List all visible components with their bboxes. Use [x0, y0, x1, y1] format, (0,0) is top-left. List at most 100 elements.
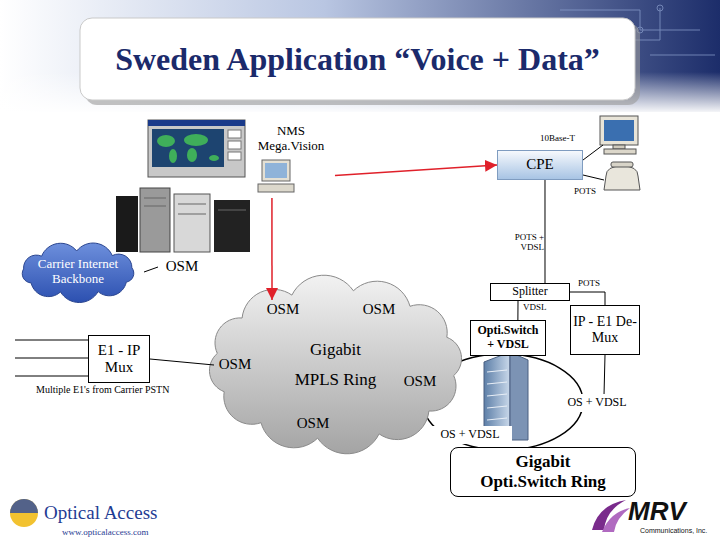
node-text-holder: OSM: [262, 300, 304, 320]
connector: [335, 165, 497, 176]
rack-slot: [218, 210, 246, 211]
connector: [517, 301, 518, 320]
e1-wire: [15, 358, 88, 359]
interface-label: POTS: [574, 186, 596, 196]
node-label: Carrier Internet Backbone: [28, 257, 128, 287]
telephone-handset: [611, 162, 633, 167]
node-text-holder: Gigabit Opti.Switch Ring: [451, 448, 635, 496]
node-text-holder: OSM: [158, 256, 206, 278]
company-logo-subtext: Communications, Inc.: [640, 527, 707, 534]
port-box: OS + VDSL: [553, 394, 641, 412]
node-text-holder: CPE: [498, 151, 582, 179]
node-text-holder: OSM: [214, 355, 256, 375]
e1-wire: [15, 376, 88, 377]
node-label: OSM: [267, 301, 300, 318]
continent: [169, 149, 177, 163]
window-titlebar: [148, 120, 245, 126]
node-label: OSM: [297, 415, 330, 432]
connector: [544, 180, 545, 283]
node-text-holder: OS + VDSL: [553, 394, 641, 412]
continent: [187, 148, 197, 162]
nms-station: NMS Mega.Vision: [145, 118, 335, 198]
connector: [271, 198, 273, 300]
continent: [184, 134, 208, 146]
window-row: [487, 418, 507, 420]
phone-wire: [583, 175, 604, 180]
window-row: [487, 370, 507, 372]
nms-window: [148, 120, 245, 177]
continent: [209, 155, 219, 161]
interface-label: 10Base-T: [540, 133, 575, 143]
rack-slot: [178, 204, 206, 205]
connector: [150, 359, 214, 365]
node-label: NMS Mega.Vision: [251, 124, 331, 154]
node-label: Gigabit Opti.Switch Ring: [475, 452, 611, 491]
splitter-box: Splitter: [490, 283, 570, 301]
node-text-holder: Carrier Internet Backbone: [12, 240, 144, 304]
node-label: OSM: [219, 356, 252, 373]
osm-box: OSM: [399, 372, 441, 392]
node-text-holder: OSM: [399, 372, 441, 392]
window-row: [487, 406, 507, 408]
server-rack: [174, 194, 210, 252]
node-text-holder: IP - E1 De-Mux: [571, 306, 639, 354]
source-note: Multiple E1's from Carrier PSTN: [36, 384, 186, 395]
title-box: Sweden Application “Voice + Data”: [80, 18, 635, 100]
mux-box: E1 - IP Mux: [88, 335, 150, 383]
logo-arc: [10, 499, 38, 513]
node-text-holder: OSM: [292, 414, 334, 434]
window-panel: [228, 152, 241, 160]
cpe-box: CPE: [497, 150, 583, 180]
node-label: CPE: [526, 156, 554, 173]
pc-base: [604, 149, 636, 154]
pc-monitor: [600, 116, 638, 145]
cloud-shape: [209, 275, 461, 454]
node-label: OSM: [404, 373, 437, 390]
desktop-case: [258, 184, 294, 192]
company-url: www.opticalaccess.com: [62, 527, 148, 537]
signal-label: POTS: [578, 278, 608, 288]
node-text-holder: Splitter: [491, 284, 569, 300]
monitor: [262, 160, 290, 181]
backbone-cloud: Carrier Internet Backbone: [12, 240, 144, 304]
header-band: [0, 0, 720, 112]
title-frame: [80, 18, 635, 100]
window-panel: [228, 130, 241, 138]
osm-box: OSM: [214, 355, 256, 375]
osm-box: OSM: [358, 300, 400, 320]
connector: [604, 355, 606, 394]
window-panel: [228, 141, 241, 149]
node-text-holder: Opti.Switch + VDSL: [471, 321, 545, 355]
connector: [144, 267, 158, 272]
company-logo-text: Optical Access: [44, 502, 157, 524]
mrv-swoosh: [602, 508, 630, 532]
rack-slots: [144, 198, 246, 214]
world-map: [152, 129, 224, 167]
node-text-holder: OS + VDSL: [428, 426, 512, 444]
pc-stand: [613, 145, 625, 149]
logo-sun: [10, 499, 38, 527]
node-label: Opti.Switch + VDSL: [475, 324, 541, 352]
node-text-holder: E1 - IP Mux: [89, 336, 149, 382]
node-label: IP - E1 De-Mux: [573, 314, 637, 346]
node-label: OS + VDSL: [440, 428, 499, 442]
server-rack: [214, 200, 250, 252]
ethernet-wire: [583, 145, 603, 160]
office-tower-side: [510, 352, 528, 440]
osm-box: OSM: [292, 414, 334, 434]
signal-label: VDSL: [523, 302, 553, 312]
server-rack: [116, 196, 138, 252]
demux-box: IP - E1 De-Mux: [570, 305, 640, 355]
node-label: OSM: [363, 301, 396, 318]
monitor-screen: [265, 163, 287, 178]
optiswitch-box: Opti.Switch + VDSL: [470, 320, 546, 356]
osm-box: OSM: [158, 256, 206, 278]
circuit-trace: [650, 55, 715, 56]
node-label: Splitter: [512, 285, 547, 299]
continent: [157, 135, 175, 147]
company-logo-text: MRV: [628, 496, 686, 527]
window-row: [487, 394, 507, 396]
